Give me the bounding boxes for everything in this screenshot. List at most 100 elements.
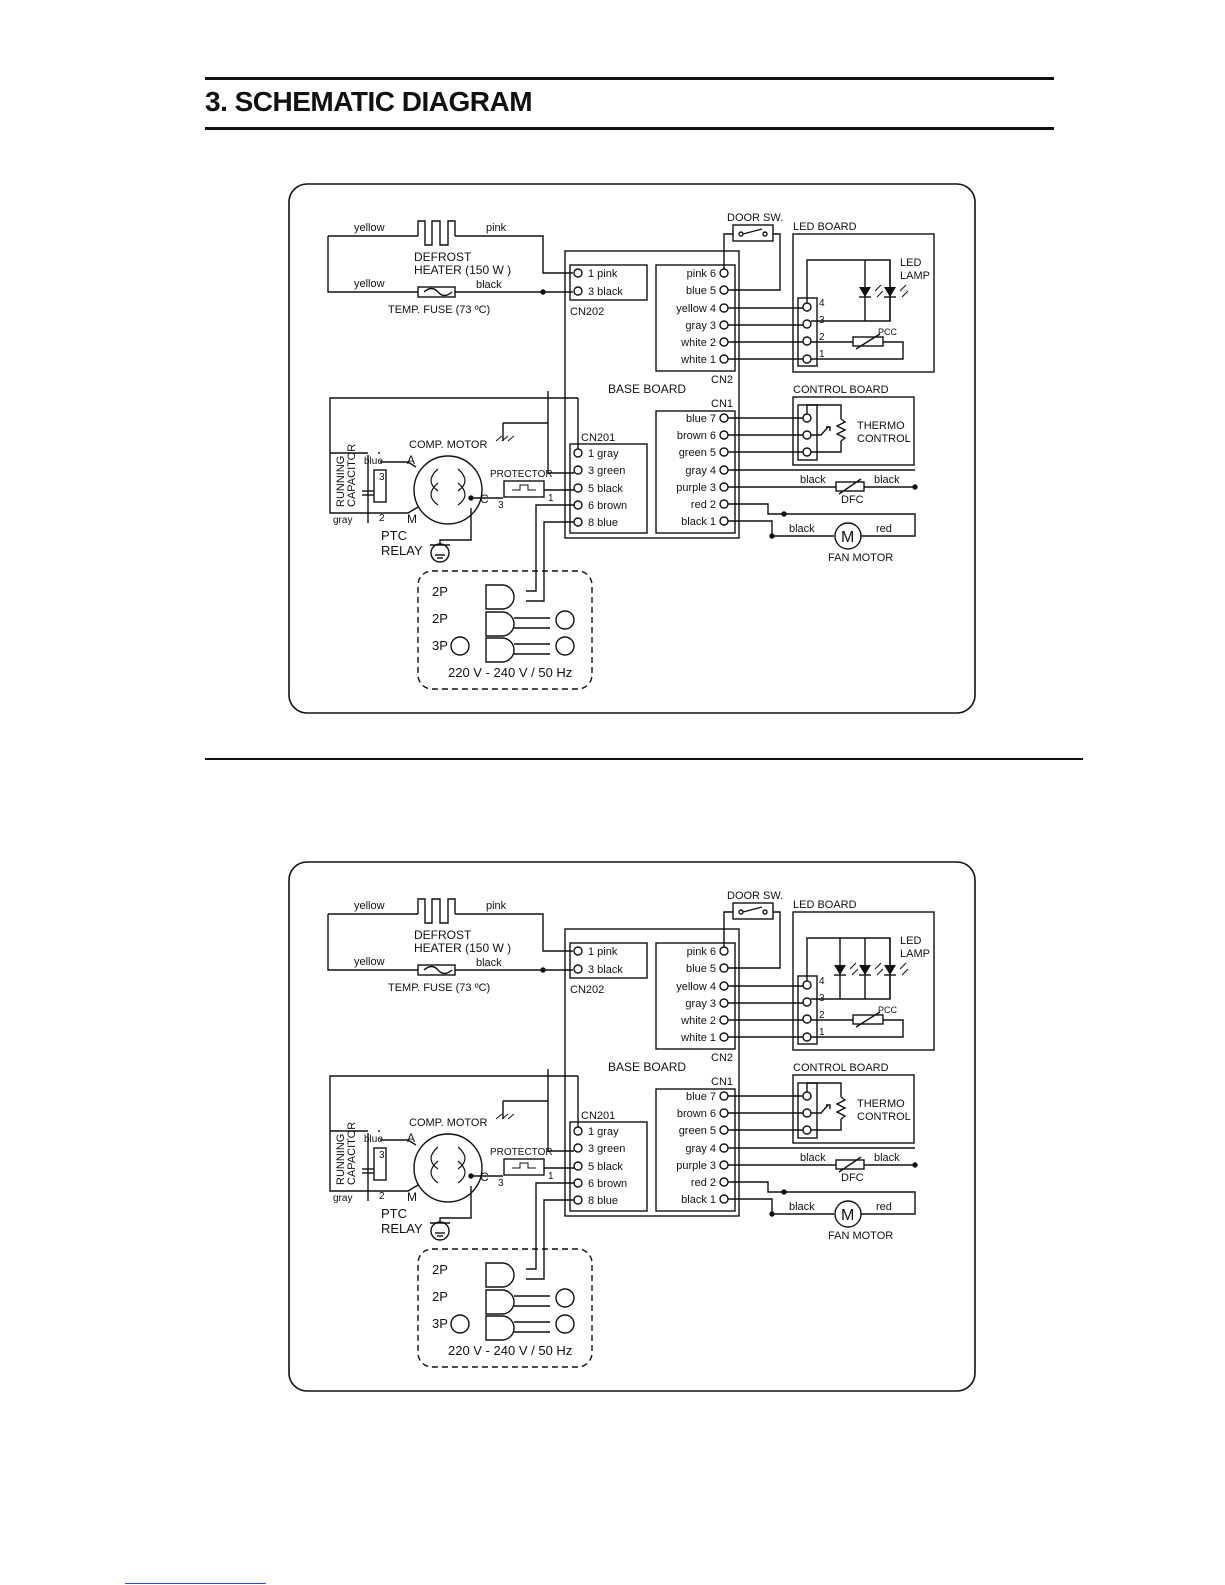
label-thermo-1: THERMO — [857, 1098, 905, 1110]
schematic-diagram-2: yellow pink DEFROST HEATER (150 W ) yell… — [288, 861, 978, 1393]
cn1-pin-4: gray 4 — [685, 465, 716, 477]
cn202-pin-3: 3 black — [588, 964, 623, 976]
label-fan-motor: FAN MOTOR — [828, 552, 893, 564]
label-comp-motor: COMP. MOTOR — [409, 1117, 487, 1129]
led-lamp-third — [834, 938, 859, 999]
label-cn1: CN1 — [711, 1076, 733, 1088]
cn1-pin-6: brown 6 — [677, 1108, 716, 1120]
led-board — [728, 911, 935, 1051]
label-yellow-top: yellow — [354, 900, 385, 912]
cn201-pin-3: 3 green — [588, 465, 625, 477]
control-board — [728, 1074, 915, 1144]
cn2-pin-2: white 2 — [680, 1015, 716, 1027]
label-running-1: RUNNING — [335, 1134, 347, 1185]
label-thermo-1: THERMO — [857, 420, 905, 432]
label-cn202: CN202 — [570, 306, 604, 318]
label-defrost-2: HEATER (150 W ) — [414, 263, 511, 277]
cn1-pin-7: blue 7 — [686, 1091, 716, 1103]
label-running-1: RUNNING — [335, 456, 347, 507]
label-base-board: BASE BOARD — [608, 1060, 686, 1074]
label-yellow-bottom: yellow — [354, 278, 385, 290]
cn1-pin-1: black 1 — [681, 1194, 716, 1206]
label-running-2: CAPACITOR — [346, 444, 358, 507]
label-prot-pin-3: 3 — [498, 500, 504, 511]
label-black-dfc-right: black — [874, 474, 900, 486]
section-separator — [205, 758, 1083, 760]
label-power-rating: 220 V - 240 V / 50 Hz — [448, 1343, 572, 1358]
cn201-pin-5: 5 black — [588, 483, 623, 495]
cn1-pin-2: red 2 — [691, 499, 716, 511]
cn1-pin-3: purple 3 — [676, 1160, 716, 1172]
label-door-sw: DOOR SW. — [727, 212, 783, 224]
cn2-box — [655, 264, 736, 372]
footer-link-underline — [125, 1583, 266, 1584]
base-board — [564, 928, 740, 1217]
led-pin-2: 2 — [819, 332, 825, 343]
cn1-pin-6: brown 6 — [677, 430, 716, 442]
title-top-rule — [205, 77, 1054, 80]
cn201-box — [569, 1121, 648, 1212]
label-red-fan: red — [876, 1201, 892, 1213]
label-black-fan: black — [789, 523, 815, 535]
cn2-pin-2: white 2 — [680, 337, 716, 349]
label-ptc-1: PTC — [381, 1206, 407, 1221]
label-running-2: CAPACITOR — [346, 1122, 358, 1185]
cn202-pin-3: 3 black — [588, 286, 623, 298]
label-protector: PROTECTOR — [490, 1147, 553, 1158]
label-cn202: CN202 — [570, 984, 604, 996]
cn2-pin-4: yellow 4 — [676, 303, 716, 315]
cn1-pin-7: blue 7 — [686, 413, 716, 425]
schematic-diagram-1: yellow pink DEFROST HEATER (150 W ) yell… — [288, 183, 978, 715]
label-pcc: PCC — [878, 327, 898, 337]
label-defrost-1: DEFROST — [414, 250, 472, 264]
cn2-pin-3: gray 3 — [685, 998, 716, 1010]
cn202-pin-1: 1 pink — [588, 946, 618, 958]
cn1-pin-5: green 5 — [679, 1125, 716, 1137]
label-ptc-2: RELAY — [381, 1221, 423, 1236]
label-ptc-pin-2: 2 — [379, 1191, 385, 1202]
label-yellow-top: yellow — [354, 222, 385, 234]
label-gray-comp: gray — [333, 515, 352, 526]
label-black-dfc-left: black — [800, 474, 826, 486]
label-black-fan: black — [789, 1201, 815, 1213]
schematic-svg-2: yellow pink DEFROST HEATER (150 W ) yell… — [288, 861, 976, 1392]
compressor-circuit — [329, 391, 579, 563]
label-led-lamp-2: LAMP — [900, 948, 930, 960]
label-cn1: CN1 — [711, 398, 733, 410]
label-running-capacitor: RUNNING CAPACITOR — [335, 444, 358, 507]
control-board — [728, 396, 915, 466]
frame — [288, 861, 976, 1392]
cn2-pin-4: yellow 4 — [676, 981, 716, 993]
label-dfc: DFC — [841, 494, 864, 506]
label-protector: PROTECTOR — [490, 469, 553, 480]
cn2-pin-3: gray 3 — [685, 320, 716, 332]
label-power-rating: 220 V - 240 V / 50 Hz — [448, 665, 572, 680]
cn1-box — [655, 1088, 736, 1212]
label-led-board: LED BOARD — [793, 221, 857, 233]
label-black-fuse: black — [476, 279, 502, 291]
label-cn201: CN201 — [581, 1110, 615, 1122]
door-switch — [723, 224, 781, 291]
label-terminal-a: A — [407, 1131, 415, 1145]
led-pin-4: 4 — [819, 298, 825, 309]
label-ptc-pin-3: 3 — [379, 1150, 385, 1161]
label-blue-comp: blue — [364, 1134, 383, 1145]
label-dfc: DFC — [841, 1172, 864, 1184]
label-terminal-a: A — [407, 453, 415, 467]
label-cn2: CN2 — [711, 374, 733, 386]
label-terminal-c: C — [480, 1170, 489, 1184]
base-board — [564, 250, 740, 539]
label-blue-comp: blue — [364, 456, 383, 467]
label-fan-motor: FAN MOTOR — [828, 1230, 893, 1242]
led-pin-1: 1 — [819, 349, 825, 360]
cn1-pin-2: red 2 — [691, 1177, 716, 1189]
cn2-pin-1: white 1 — [680, 1032, 716, 1044]
label-defrost-2: HEATER (150 W ) — [414, 941, 511, 955]
label-black-dfc-left: black — [800, 1152, 826, 1164]
label-led-board: LED BOARD — [793, 899, 857, 911]
label-pcc: PCC — [878, 1005, 898, 1015]
label-plug-3: 3P — [432, 638, 448, 653]
label-pink-top: pink — [486, 222, 507, 234]
label-ptc-pin-2: 2 — [379, 513, 385, 524]
label-thermo-2: CONTROL — [857, 1111, 911, 1123]
